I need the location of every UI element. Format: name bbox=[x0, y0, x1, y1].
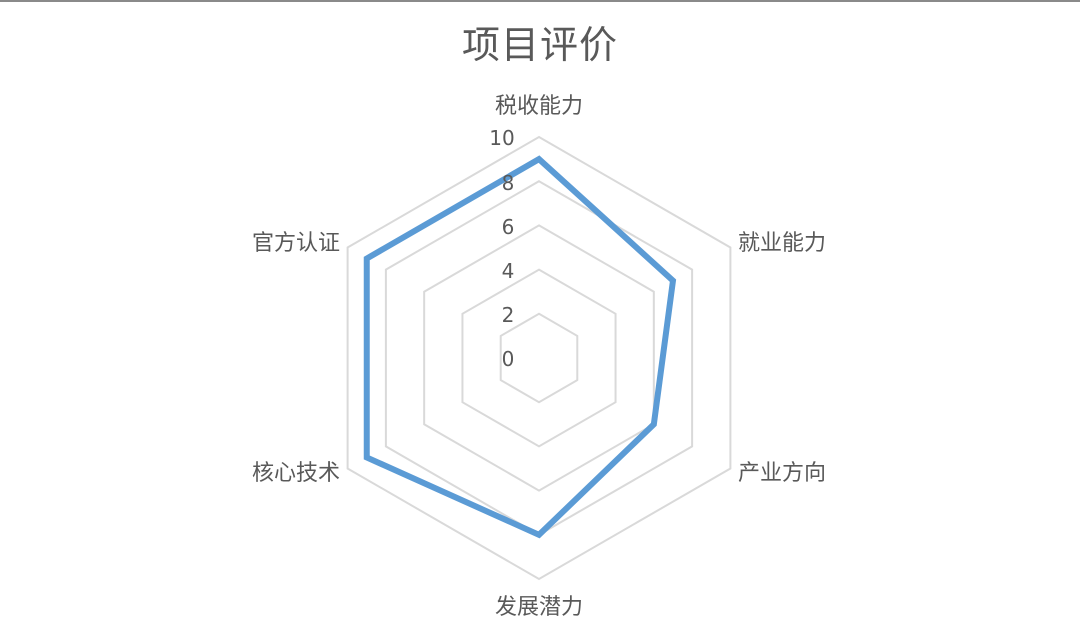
tick-label: 10 bbox=[489, 126, 514, 150]
tick-label: 6 bbox=[502, 215, 515, 239]
grid-ring bbox=[423, 224, 655, 492]
tick-label: 2 bbox=[502, 303, 515, 327]
series-line bbox=[363, 155, 677, 539]
category-label: 产业方向 bbox=[738, 461, 826, 486]
grid-ring bbox=[499, 312, 579, 404]
radar-grid bbox=[346, 135, 732, 581]
top-border bbox=[0, 0, 1080, 2]
tick-label: 8 bbox=[502, 171, 515, 195]
chart-title: 项目评价 bbox=[461, 23, 618, 67]
category-label: 就业能力 bbox=[738, 231, 826, 256]
grid-ring bbox=[346, 135, 732, 581]
category-label: 税收能力 bbox=[495, 94, 583, 119]
grid-ring bbox=[384, 180, 694, 536]
radar-series bbox=[363, 155, 677, 539]
category-label: 核心技术 bbox=[252, 461, 340, 486]
category-label: 官方认证 bbox=[252, 231, 340, 256]
tick-label: 0 bbox=[502, 347, 515, 371]
category-label: 发展潜力 bbox=[495, 595, 583, 620]
grid-ring bbox=[461, 268, 617, 448]
tick-label: 4 bbox=[502, 259, 515, 283]
radial-axis-ticks: 0 2 4 6 8 10 bbox=[489, 126, 514, 371]
category-labels: 税收能力 就业能力 产业方向 发展潜力 核心技术 官方认证 bbox=[252, 94, 826, 620]
